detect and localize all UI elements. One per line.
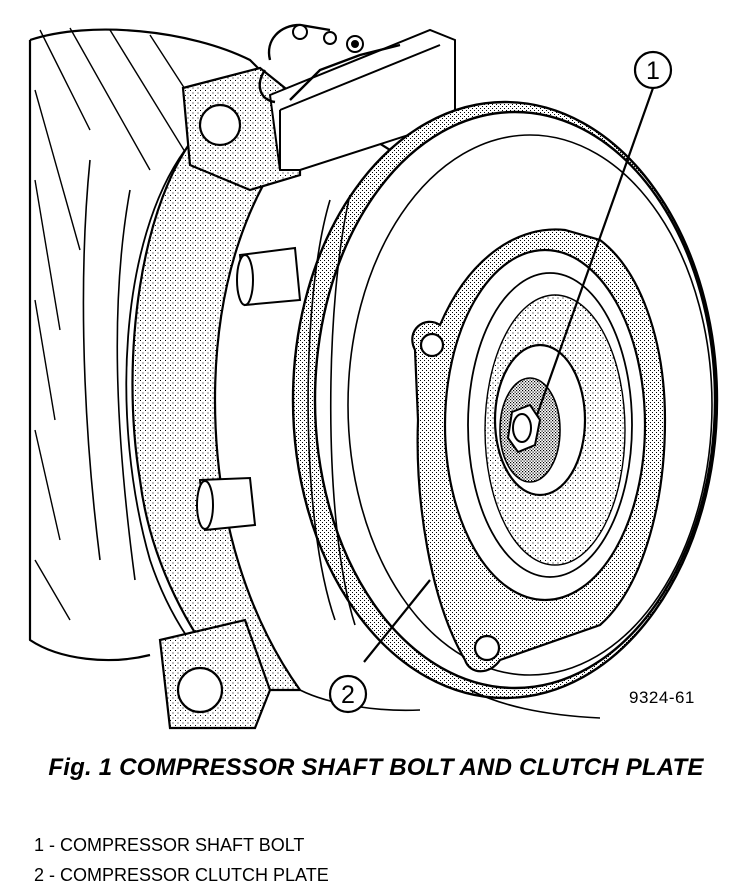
callout-legend: 1 - COMPRESSOR SHAFT BOLT 2 - COMPRESSOR… (34, 830, 329, 890)
compressor-body (28, 27, 421, 701)
callout-1-number: 1 (646, 57, 660, 85)
callout-1-marker: 1 (633, 50, 673, 90)
legend-item-1: 1 - COMPRESSOR SHAFT BOLT (34, 830, 329, 860)
mounting-ear-bottom (158, 618, 272, 730)
callout-2-leader (363, 579, 431, 663)
callout-1-leader (535, 87, 655, 416)
legend-item-1-separator: - (44, 835, 61, 855)
legend-item-2: 2 - COMPRESSOR CLUTCH PLATE (34, 860, 329, 890)
legend-item-2-label: COMPRESSOR CLUTCH PLATE (60, 865, 329, 885)
callout-2-marker: 2 (328, 674, 368, 714)
compressor-illustration: 1 2 (28, 23, 719, 730)
shaft-bolt (506, 403, 542, 454)
clutch-plate (411, 228, 667, 673)
callout-2-number: 2 (341, 681, 355, 709)
legend-item-1-number: 1 (34, 835, 45, 855)
figure-caption: Fig. 1 COMPRESSOR SHAFT BOLT AND CLUTCH … (48, 754, 704, 781)
wire-connector (258, 23, 456, 171)
housing-studs (196, 246, 302, 532)
figure-id-code: 9324-61 (629, 688, 695, 707)
legend-item-2-separator: - (44, 865, 61, 885)
leader-lines (363, 87, 655, 663)
legend-item-1-label: COMPRESSOR SHAFT BOLT (60, 835, 305, 855)
legend-item-2-number: 2 (34, 865, 45, 885)
